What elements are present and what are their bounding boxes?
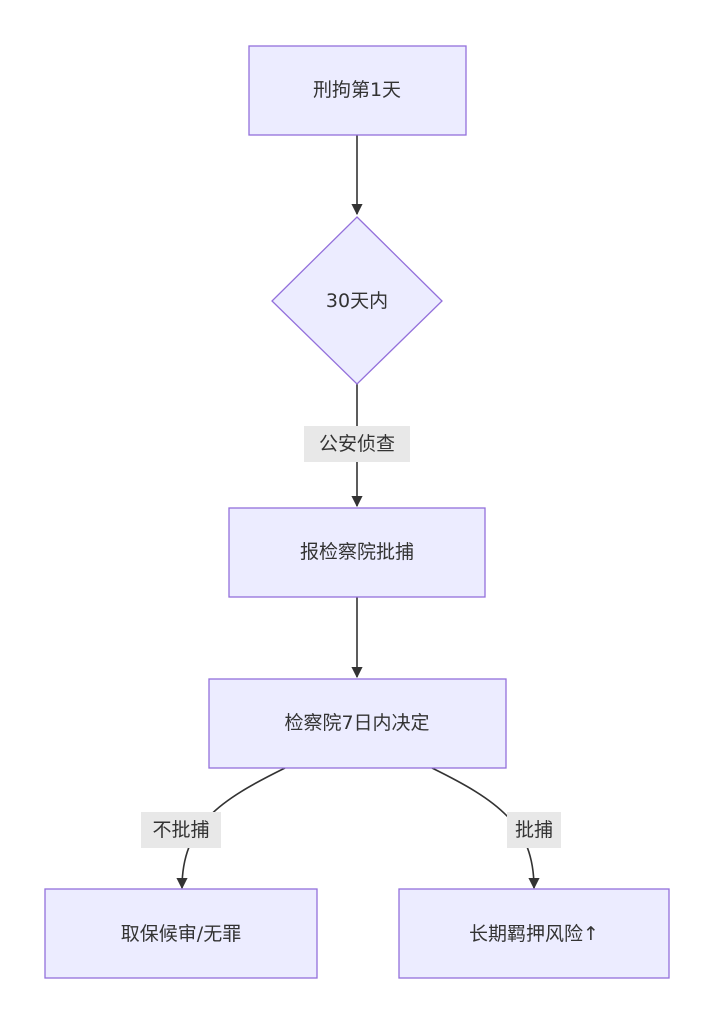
edge-label-not-approved-text: 不批捕	[152, 819, 209, 841]
edge-label-not-approved: 不批捕	[141, 812, 221, 848]
edge-label-investigation: 公安侦查	[304, 426, 410, 462]
node-report[interactable]: 报检察院批捕	[228, 507, 486, 598]
node-report-label: 报检察院批捕	[300, 541, 414, 563]
node-decision-label: 30天内	[326, 290, 388, 312]
node-bail[interactable]: 取保候审/无罪	[44, 888, 318, 979]
node-decide-label: 检察院7日内决定	[284, 712, 429, 734]
edge-label-approved: 批捕	[507, 812, 561, 848]
node-decision[interactable]: 30天内	[271, 216, 443, 385]
node-detain-label: 长期羁押风险↑	[469, 923, 599, 945]
node-start-label: 刑拘第1天	[313, 79, 401, 101]
node-detain[interactable]: 长期羁押风险↑	[398, 888, 670, 979]
edge-label-investigation-text: 公安侦查	[319, 433, 395, 455]
edge-label-approved-text: 批捕	[515, 819, 553, 841]
node-decide[interactable]: 检察院7日内决定	[208, 678, 507, 769]
node-start[interactable]: 刑拘第1天	[248, 45, 467, 136]
node-bail-label: 取保候审/无罪	[121, 923, 241, 945]
